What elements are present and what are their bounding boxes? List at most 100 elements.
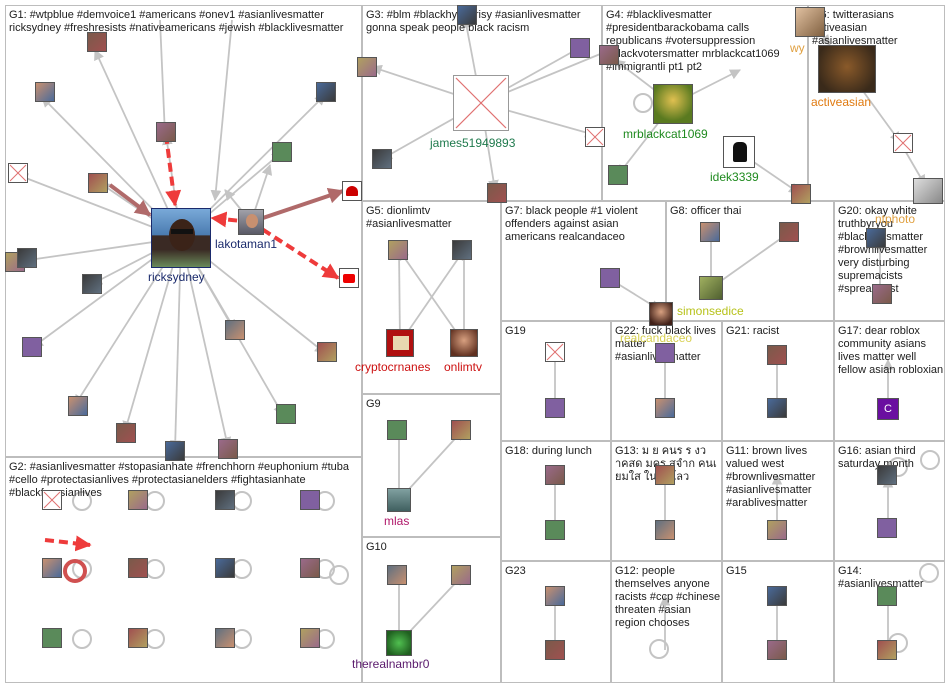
group-label-g6: G6: twitterasians activeasian #asianlive…: [812, 9, 898, 47]
small-node[interactable]: [655, 398, 675, 418]
small-node[interactable]: [317, 342, 337, 362]
small-node[interactable]: [215, 490, 235, 510]
small-node[interactable]: [585, 127, 605, 147]
node-youtube[interactable]: [339, 268, 359, 288]
group-label-g23: G23: [505, 565, 526, 577]
label-ricksydney: ricksydney: [148, 270, 205, 284]
small-node[interactable]: [545, 640, 565, 660]
label-lakotaman1: lakotaman1: [215, 237, 278, 251]
small-node[interactable]: [8, 163, 28, 183]
node-ntphoto[interactable]: [913, 178, 943, 204]
small-node[interactable]: [128, 490, 148, 510]
small-node[interactable]: [276, 404, 296, 424]
small-node[interactable]: [300, 628, 320, 648]
node-roblox-c[interactable]: C: [877, 398, 899, 420]
small-node[interactable]: [42, 490, 62, 510]
small-node[interactable]: [156, 122, 176, 142]
node-twitterasians[interactable]: [795, 7, 825, 37]
label-cryptocrnanes: cryptocrnanes: [355, 360, 431, 374]
small-node[interactable]: [88, 173, 108, 193]
small-node[interactable]: [877, 518, 897, 538]
small-node[interactable]: [42, 628, 62, 648]
small-node[interactable]: [116, 423, 136, 443]
small-node[interactable]: [767, 586, 787, 606]
small-node[interactable]: [215, 558, 235, 578]
node-activeasian[interactable]: [818, 45, 876, 93]
node-mrblackcat1069[interactable]: [653, 84, 693, 124]
small-node[interactable]: [545, 342, 565, 362]
group-label-g21: G21: racist: [726, 325, 780, 337]
node-james51949893[interactable]: [453, 75, 509, 131]
node-lakotaman1[interactable]: [238, 209, 264, 235]
small-node[interactable]: [451, 420, 471, 440]
small-node[interactable]: [17, 248, 37, 268]
small-node[interactable]: [872, 284, 892, 304]
small-node[interactable]: [877, 465, 897, 485]
small-node[interactable]: [893, 133, 913, 153]
small-node[interactable]: [225, 320, 245, 340]
label-james51949893: james51949893: [430, 136, 516, 150]
small-node[interactable]: [42, 558, 62, 578]
node-ricksydney[interactable]: [151, 208, 211, 268]
small-node[interactable]: [128, 558, 148, 578]
small-node[interactable]: [877, 640, 897, 660]
label-wy: wy: [790, 41, 805, 55]
node-idek3339[interactable]: [723, 136, 755, 168]
small-node[interactable]: [457, 5, 477, 25]
node-therealnambr0[interactable]: [386, 630, 412, 656]
small-node[interactable]: [767, 345, 787, 365]
small-node[interactable]: [608, 165, 628, 185]
small-node[interactable]: [487, 183, 507, 203]
small-node[interactable]: [866, 228, 886, 248]
small-node[interactable]: [215, 628, 235, 648]
small-node[interactable]: [545, 586, 565, 606]
small-node[interactable]: [655, 465, 675, 485]
small-node[interactable]: [82, 274, 102, 294]
node-gop[interactable]: [342, 181, 362, 201]
small-node[interactable]: [700, 222, 720, 242]
small-node[interactable]: [600, 268, 620, 288]
small-node[interactable]: [68, 396, 88, 416]
small-node[interactable]: [387, 565, 407, 585]
small-node[interactable]: [655, 343, 675, 363]
small-node[interactable]: [22, 337, 42, 357]
small-node[interactable]: [545, 520, 565, 540]
small-node[interactable]: [767, 398, 787, 418]
small-node[interactable]: [545, 465, 565, 485]
edge: [398, 249, 465, 344]
small-node[interactable]: [877, 586, 897, 606]
small-node[interactable]: [779, 222, 799, 242]
group-box-g12: [611, 561, 722, 683]
small-node[interactable]: [372, 149, 392, 169]
node-simonsedice[interactable]: [699, 276, 723, 300]
small-node[interactable]: [451, 565, 471, 585]
small-node[interactable]: [655, 520, 675, 540]
small-node[interactable]: [452, 240, 472, 260]
small-node[interactable]: [387, 420, 407, 440]
node-cryptocrnanes[interactable]: [386, 329, 414, 357]
small-node[interactable]: [35, 82, 55, 102]
small-node[interactable]: [165, 441, 185, 461]
small-node[interactable]: [599, 45, 619, 65]
edge: [180, 237, 232, 449]
group-label-g11: G11: brown lives valued west #brownlives…: [726, 445, 816, 509]
small-node[interactable]: [357, 57, 377, 77]
small-node[interactable]: [545, 398, 565, 418]
small-node[interactable]: [388, 240, 408, 260]
small-node[interactable]: [300, 490, 320, 510]
node-onlimtv[interactable]: [450, 329, 478, 357]
node-realcandaceo[interactable]: [649, 302, 673, 326]
small-node[interactable]: [272, 142, 292, 162]
small-node[interactable]: [791, 184, 811, 204]
group-box-g6: [808, 5, 945, 201]
small-node[interactable]: [87, 32, 107, 52]
small-node[interactable]: [316, 82, 336, 102]
small-node[interactable]: [128, 628, 148, 648]
small-node[interactable]: [218, 439, 238, 459]
small-node[interactable]: [300, 558, 320, 578]
node-mlas[interactable]: [387, 488, 411, 512]
group-label-g19: G19: [505, 325, 526, 337]
small-node[interactable]: [767, 640, 787, 660]
small-node[interactable]: [570, 38, 590, 58]
small-node[interactable]: [767, 520, 787, 540]
